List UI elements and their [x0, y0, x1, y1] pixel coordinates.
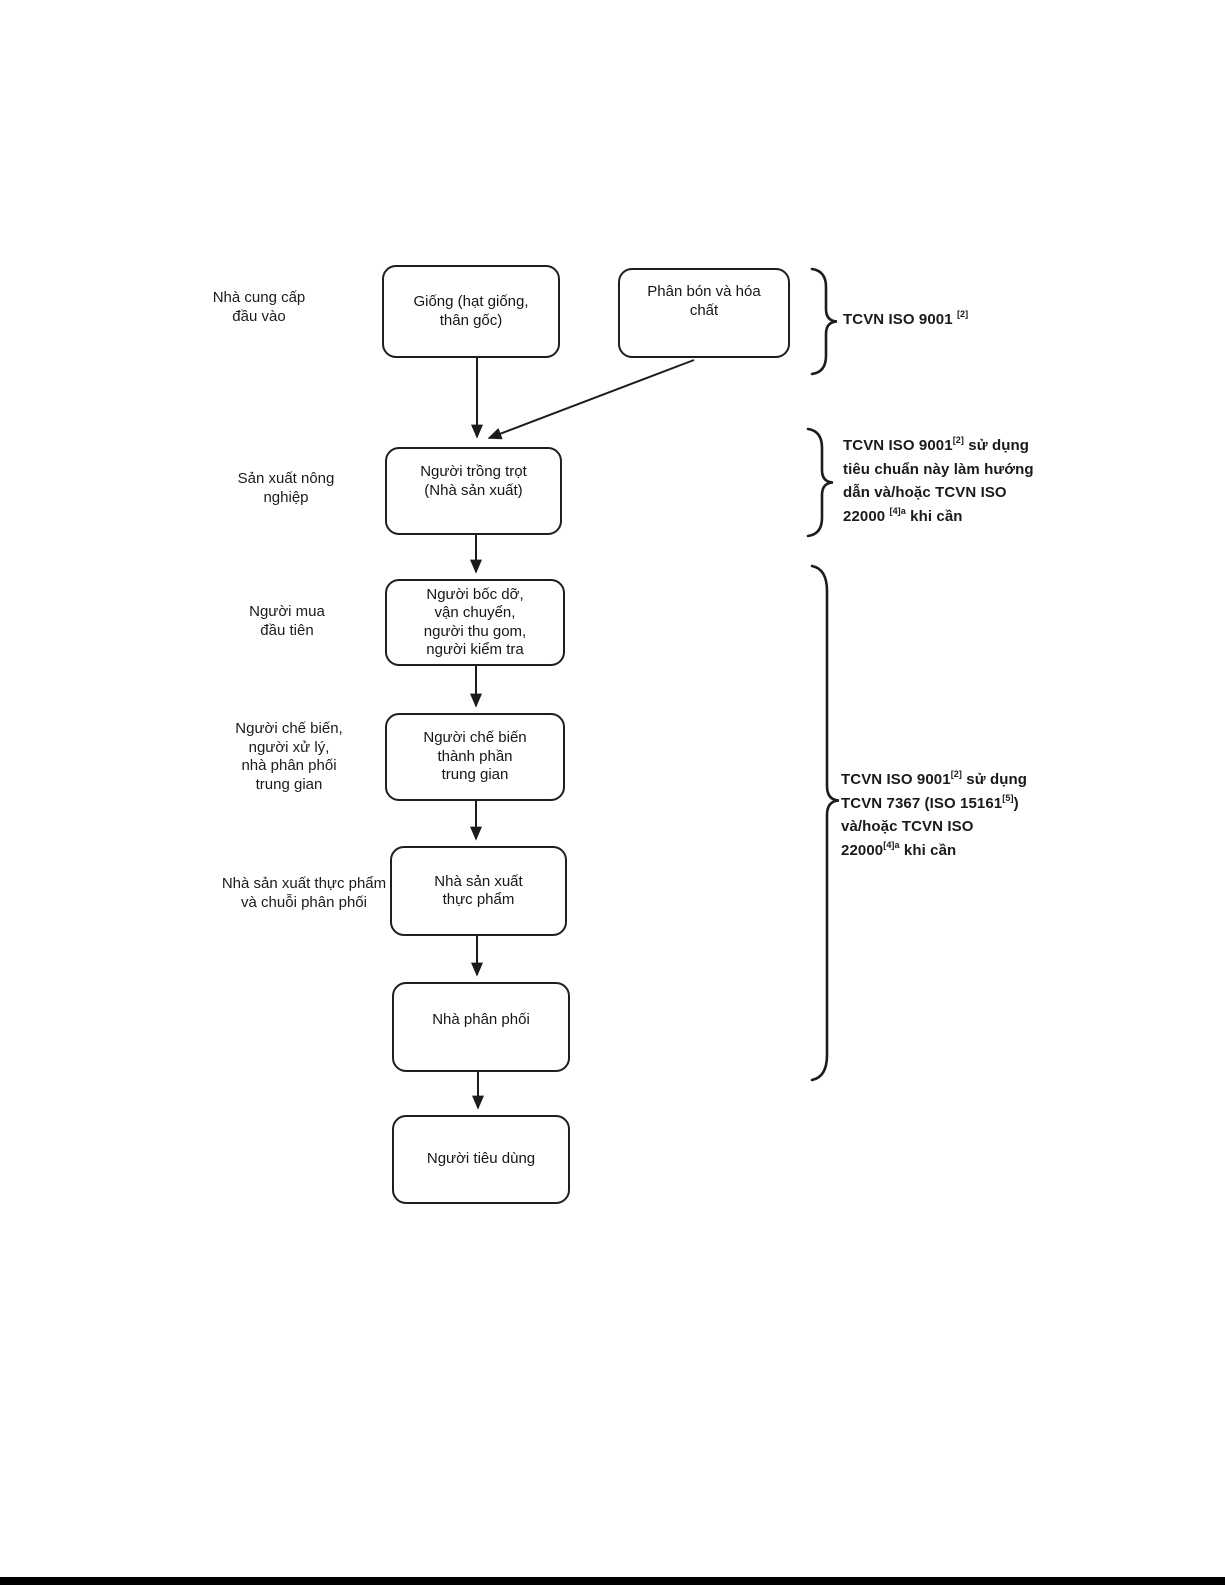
box-seed: Giống (hạt giống, thân gốc)	[382, 265, 560, 358]
box-fertilizer-label: Phân bón và hóa chất	[647, 283, 761, 319]
page-bottom-rule	[0, 1577, 1225, 1585]
box-intermediate-processor-label: Người chế biến thành phần trung gian	[423, 729, 527, 784]
arrow-fertilizer-to-grower	[487, 359, 695, 440]
box-intermediate-processor: Người chế biến thành phần trung gian	[385, 713, 565, 801]
annotation-chain-line-2: TCVN 7367 (ISO 15161[5])	[841, 792, 1019, 812]
annotation-guidance-line-2: tiêu chuẩn này làm hướng	[843, 460, 1034, 478]
annotation-chain-line-1: TCVN ISO 9001[2] sử dụng	[841, 769, 1027, 789]
box-food-producer-label: Nhà sản xuất thực phẩm	[434, 872, 523, 909]
annotation-guidance-line-1: TCVN ISO 9001[2] sử dụng	[843, 435, 1029, 455]
box-grower: Người trồng trọt (Nhà sản xuất)	[385, 447, 562, 535]
annotation-iso9001: TCVN ISO 9001 [2]	[843, 308, 968, 332]
annotation-guidance-line-4: 22000 [4]a khi cần	[843, 505, 963, 525]
curly-brace-agriculture	[806, 427, 834, 538]
box-distributor-label: Nhà phân phối	[432, 1010, 530, 1028]
label-processor-handler-distributor: Người chế biến, người xử lý, nhà phân ph…	[235, 720, 343, 793]
box-grower-label: Người trồng trọt (Nhà sản xuất)	[420, 463, 527, 499]
label-agricultural-production: Sản xuất nông nghiệp	[237, 470, 335, 506]
box-consumer-label: Người tiêu dùng	[426, 1150, 536, 1168]
label-input-supplier: Nhà cung cấp đầu vào	[212, 289, 306, 325]
annotation-chain-line-4: 22000[4]a khi cần	[841, 839, 957, 859]
curly-brace-chain	[810, 564, 840, 1082]
label-food-producer-chain: Nhà sản xuất thực phẩm và chuỗi phân phố…	[221, 875, 387, 911]
box-first-buyer-handlers: Người bốc dỡ, vận chuyển, người thu gom,…	[385, 579, 565, 666]
box-distributor: Nhà phân phối	[392, 982, 570, 1072]
box-consumer: Người tiêu dùng	[392, 1115, 570, 1204]
annotation-guidance-line-3: dẫn và/hoặc TCVN ISO	[843, 484, 1007, 501]
annotation-chain-line-3: và/hoặc TCVN ISO	[841, 818, 974, 835]
annotation-iso9001-line: TCVN ISO 9001 [2]	[843, 309, 969, 329]
box-first-buyer-handlers-label: Người bốc dỡ, vận chuyển, người thu gom,…	[423, 585, 527, 659]
box-fertilizer: Phân bón và hóa chất	[618, 268, 790, 358]
box-seed-label: Giống (hạt giống, thân gốc)	[413, 293, 529, 329]
label-first-buyer: Người mua đầu tiên	[249, 603, 325, 639]
annotation-iso9001-guidance: TCVN ISO 9001[2] sử dụng tiêu chuẩn này …	[843, 434, 1034, 528]
curly-brace-inputs	[810, 267, 838, 376]
box-food-producer: Nhà sản xuất thực phẩm	[390, 846, 567, 936]
annotation-iso9001-tcvn7367: TCVN ISO 9001[2] sử dụng TCVN 7367 (ISO …	[841, 768, 1027, 862]
